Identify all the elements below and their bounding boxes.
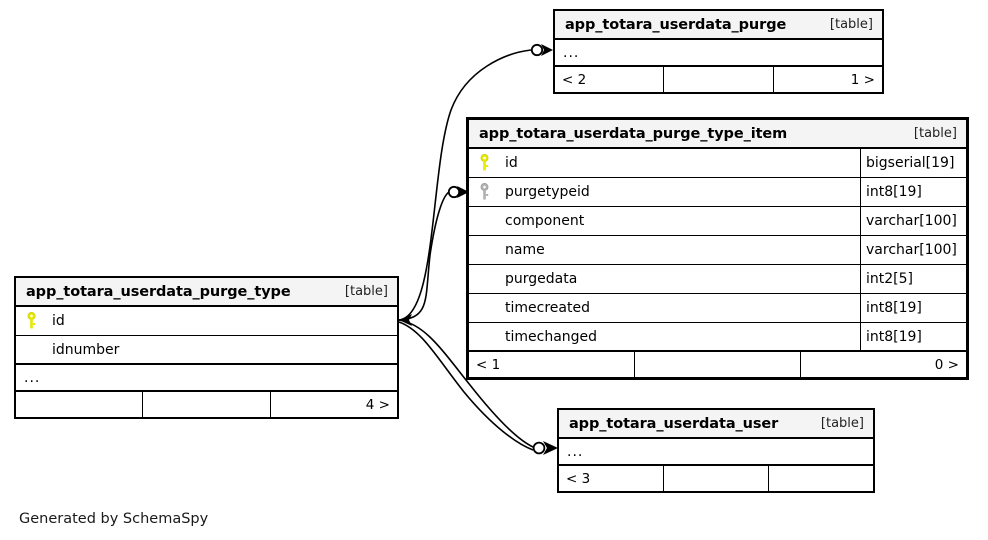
column-name: name bbox=[505, 242, 545, 258]
relationship-line-purge bbox=[398, 49, 532, 321]
footer-parent-count bbox=[16, 392, 142, 417]
arrowhead-purge-type-item bbox=[457, 186, 469, 198]
table-row: timechanged int8[19] bbox=[469, 323, 966, 352]
column-name: timechanged bbox=[505, 328, 598, 345]
column-type-cell: varchar[100] bbox=[860, 207, 966, 235]
column-name-cell: idnumber bbox=[16, 336, 397, 363]
column-name: id bbox=[52, 313, 65, 329]
generated-by-caption: Generated by SchemaSpy bbox=[19, 511, 209, 527]
column-name: purgedata bbox=[505, 271, 578, 287]
column-name-cell: timechanged bbox=[469, 323, 860, 350]
table-title: app_totara_userdata_purge_type bbox=[26, 283, 291, 300]
column-type-cell: bigserial[19] bbox=[860, 149, 966, 177]
footer-child-count: 0 > bbox=[800, 352, 966, 377]
table-row: id bbox=[16, 307, 397, 336]
relationship-line-user-a bbox=[398, 319, 534, 448]
footer-middle bbox=[663, 67, 772, 92]
primary-key-icon bbox=[479, 154, 505, 172]
column-name: purgetypeid bbox=[505, 184, 590, 200]
arrowhead-purge bbox=[541, 44, 553, 56]
relationship-line-user-b bbox=[398, 321, 534, 451]
column-type-cell: int8[19] bbox=[860, 178, 966, 206]
table-app-totara-userdata-purge-type[interactable]: app_totara_userdata_purge_type [table] i… bbox=[14, 276, 399, 419]
column-name-cell: id bbox=[469, 149, 860, 177]
table-app-totara-userdata-user[interactable]: app_totara_userdata_user [table] ... < 3 bbox=[557, 408, 875, 493]
table-footer: 4 > bbox=[16, 392, 397, 417]
footer-child-count: 1 > bbox=[772, 67, 882, 92]
table-type-tag: [table] bbox=[913, 126, 957, 141]
table-row: idnumber bbox=[16, 336, 397, 365]
table-row: timecreated int8[19] bbox=[469, 294, 966, 323]
column-name: component bbox=[505, 213, 585, 229]
table-app-totara-userdata-purge-type-item[interactable]: app_totara_userdata_purge_type_item [tab… bbox=[466, 117, 969, 380]
primary-key-icon bbox=[26, 312, 52, 330]
cardinality-zero-circle-purge-type-item bbox=[447, 185, 461, 199]
footer-middle bbox=[663, 466, 768, 491]
table-type-tag: [table] bbox=[820, 416, 864, 431]
column-type: bigserial[19] bbox=[866, 155, 955, 171]
table-app-totara-userdata-purge[interactable]: app_totara_userdata_purge [table] ... < … bbox=[553, 9, 884, 94]
footer-parent-count: < 3 bbox=[566, 470, 591, 487]
table-header: app_totara_userdata_purge_type [table] bbox=[16, 278, 397, 307]
footer-child-count: 4 > bbox=[269, 392, 397, 417]
footer-middle bbox=[142, 392, 269, 417]
table-row: purgetypeid int8[19] bbox=[469, 178, 966, 207]
table-header: app_totara_userdata_purge [table] bbox=[555, 11, 882, 40]
column-type: int8[19] bbox=[866, 328, 922, 345]
column-type-cell: int2[5] bbox=[860, 265, 966, 293]
column-name-cell: component bbox=[469, 207, 860, 235]
table-type-tag: [table] bbox=[344, 284, 388, 299]
column-name-cell: timecreated bbox=[469, 294, 860, 322]
table-footer: < 1 0 > bbox=[469, 352, 966, 377]
table-row: name varchar[100] bbox=[469, 236, 966, 265]
column-type: int8[19] bbox=[866, 184, 922, 200]
table-title: app_totara_userdata_purge bbox=[565, 16, 787, 33]
footer-parent-count: < 1 bbox=[476, 356, 501, 373]
column-type: varchar[100] bbox=[866, 242, 957, 258]
table-title: app_totara_userdata_user bbox=[569, 415, 779, 432]
footer-middle bbox=[634, 352, 800, 377]
table-title: app_totara_userdata_purge_type_item bbox=[479, 125, 788, 142]
table-row: id bigserial[19] bbox=[469, 149, 966, 178]
column-type: varchar[100] bbox=[866, 213, 957, 229]
table-row: component varchar[100] bbox=[469, 207, 966, 236]
cardinality-zero-circle-purge bbox=[530, 43, 544, 57]
table-header: app_totara_userdata_purge_type_item [tab… bbox=[469, 120, 966, 149]
column-name: timecreated bbox=[505, 300, 590, 316]
footer-child-count bbox=[768, 466, 873, 491]
column-name: idnumber bbox=[52, 341, 120, 358]
column-type-cell: int8[19] bbox=[860, 294, 966, 322]
foreign-key-icon bbox=[479, 183, 505, 201]
table-type-tag: [table] bbox=[829, 17, 873, 32]
arrowhead-user bbox=[543, 441, 558, 455]
table-header: app_totara_userdata_user [table] bbox=[559, 410, 873, 439]
column-name-cell: id bbox=[16, 307, 397, 335]
column-type: int8[19] bbox=[866, 300, 922, 316]
relationship-line-purge-type-item bbox=[398, 191, 450, 321]
collapsed-columns-ellipsis: ... bbox=[559, 439, 873, 466]
table-row: purgedata int2[5] bbox=[469, 265, 966, 294]
column-name-cell: purgetypeid bbox=[469, 178, 860, 206]
arrowhead-purge-type bbox=[399, 314, 412, 326]
collapsed-columns-ellipsis: ... bbox=[555, 40, 882, 67]
collapsed-columns-ellipsis: ... bbox=[16, 365, 397, 392]
column-type-cell: varchar[100] bbox=[860, 236, 966, 264]
column-name-cell: name bbox=[469, 236, 860, 264]
cardinality-zero-circle-user bbox=[532, 441, 546, 455]
column-name: id bbox=[505, 155, 518, 171]
table-footer: < 3 bbox=[559, 466, 873, 491]
column-type-cell: int8[19] bbox=[860, 323, 966, 350]
column-name-cell: purgedata bbox=[469, 265, 860, 293]
table-footer: < 2 1 > bbox=[555, 67, 882, 92]
column-type: int2[5] bbox=[866, 271, 913, 287]
footer-parent-count: < 2 bbox=[562, 71, 587, 88]
